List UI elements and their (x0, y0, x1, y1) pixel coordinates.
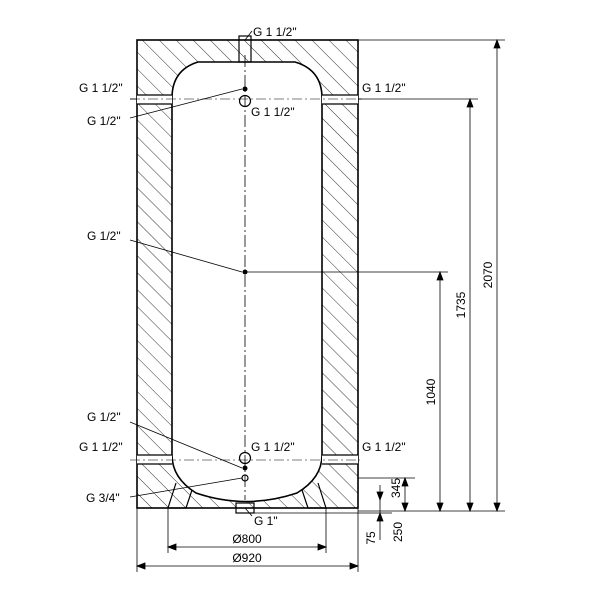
upper-right-port-label: G 1 1/2" (362, 81, 406, 95)
extension-lines (136, 39, 505, 572)
tank-vessel (171, 61, 323, 503)
upper-port-height-value: 1735 (454, 291, 468, 318)
dimension-labels: 2070 1735 1040 345 250 75 Ø800 Ø920 (232, 261, 495, 565)
drain-height-value: 75 (364, 531, 378, 545)
inner-diameter-value: Ø800 (232, 532, 262, 546)
side-ports (137, 94, 358, 465)
tank-feet (167, 482, 327, 509)
port-axes (130, 98, 360, 461)
lower-right-port-label: G 1 1/2" (362, 440, 406, 454)
bottom-drain-label: G 1" (254, 514, 278, 528)
middle-sensor-label: G 1/2" (87, 229, 121, 243)
lower-sensor-label: G 1/2" (87, 410, 121, 424)
bottom-port-height-value: 250 (391, 522, 405, 542)
total-height-value: 2070 (481, 261, 495, 288)
bottom-side-port-label: G 3/4" (86, 491, 120, 505)
lower-inner-port-label: G 1 1/2" (251, 440, 295, 454)
horizontal-dimensions (135, 543, 360, 570)
upper-left-port-label: G 1 1/2" (79, 81, 123, 95)
lower-left-port-label: G 1 1/2" (79, 440, 123, 454)
inner-connections (238, 86, 252, 482)
bottom-drain-pipe (235, 502, 255, 514)
middle-sensor-height-value: 1040 (424, 378, 438, 405)
upper-inner-port-label: G 1 1/2" (251, 105, 295, 119)
leader-lines (129, 30, 362, 517)
upper-sensor-label: G 1/2" (87, 114, 121, 128)
lower-port-height-value: 345 (389, 478, 403, 498)
outer-diameter-value: Ø920 (232, 551, 262, 565)
insulation (136, 39, 359, 509)
connection-labels: G 1 1/2" G 1 1/2" G 1 1/2" G 1/2" G 1 1/… (79, 25, 406, 528)
top-connection-label: G 1 1/2" (253, 25, 297, 39)
vertical-dimensions (376, 38, 501, 540)
